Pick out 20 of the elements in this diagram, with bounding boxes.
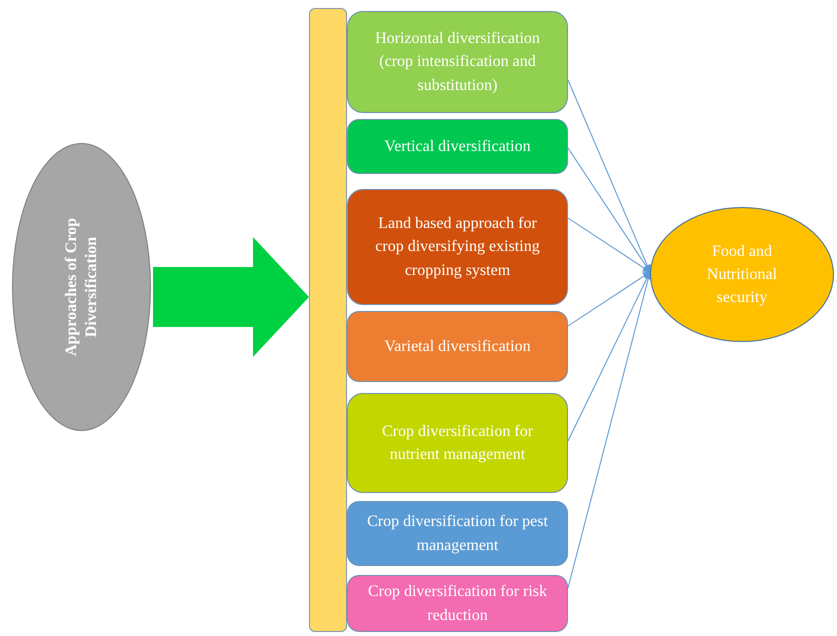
node-label: Food and Nutritional security xyxy=(706,242,778,308)
node-label: Approaches of Crop Diversification xyxy=(62,216,100,358)
process-box xyxy=(347,501,568,566)
vertical-bar xyxy=(309,8,347,632)
node-label: Crop diversification for risk reduction xyxy=(366,582,548,626)
node-label: Crop diversification for pest management xyxy=(366,512,549,556)
node-label: Horizontal diversification (crop intensification and substitution) xyxy=(374,29,541,96)
node-label: Crop diversification for nutrient management xyxy=(380,422,534,465)
process-box xyxy=(347,119,568,174)
block-arrow xyxy=(153,237,309,357)
process-box xyxy=(347,575,568,632)
arrow xyxy=(568,271,651,326)
process-box xyxy=(347,311,568,382)
process-box xyxy=(347,189,568,305)
node-label: Vertical diversification xyxy=(383,136,532,157)
process-box xyxy=(347,11,568,113)
node-label: Varietal diversification xyxy=(383,336,532,357)
node-label: Land based approach for crop diversifying existing cropping system xyxy=(374,214,541,281)
arrow xyxy=(568,218,651,273)
process-box xyxy=(347,393,568,493)
